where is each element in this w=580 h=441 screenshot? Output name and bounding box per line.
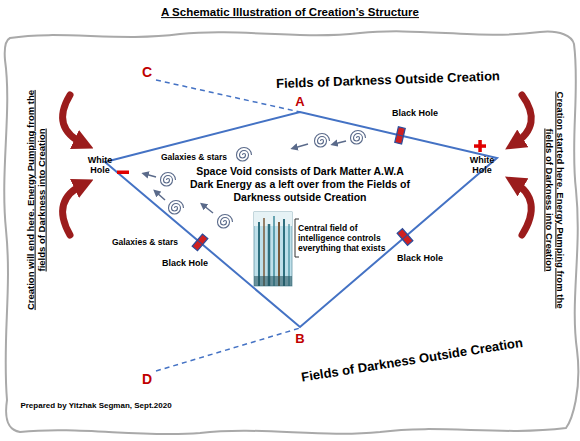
black-hole-label: Black Hole	[162, 258, 208, 269]
region-label: Fields of Darkness Outside Creation	[300, 335, 524, 385]
motion-arrow	[145, 174, 156, 177]
picture-strand	[273, 216, 275, 286]
author-note: Prepared by Yitzhak Segman, Sept.2020	[20, 401, 171, 411]
minus-sign	[117, 171, 129, 175]
galaxy-spiral	[237, 148, 252, 162]
intelligence-picture	[254, 212, 292, 286]
torn-paper-border	[4, 31, 578, 434]
callout-text: Central field of intelligence controls e…	[298, 223, 398, 254]
white-hole-label: White Hole	[465, 156, 499, 176]
point-letter: C	[142, 64, 152, 81]
black-hole-label: Black Hole	[392, 108, 438, 119]
energy-arrow	[514, 182, 531, 235]
black-hole-band	[402, 235, 407, 240]
region-label: Fields of Darkness Outside Creation	[276, 68, 500, 91]
galaxies-label: Galaxies & stars	[161, 152, 227, 162]
black-hole-band	[397, 135, 404, 137]
motion-arrow	[203, 205, 213, 213]
picture-strand	[283, 219, 285, 286]
creation-diamond: Space Void consists of Dark Matter A.W.A…	[105, 112, 497, 328]
diagram-title: A Schematic Illustration of Creation’s S…	[161, 6, 419, 20]
plus-bar	[478, 140, 482, 152]
picture-strand	[263, 218, 265, 286]
node-text: Space Void consists of Dark Matter A.W.A…	[188, 165, 412, 203]
galaxy-spiral	[161, 173, 176, 187]
galaxies-label: Galaxies & stars	[112, 237, 178, 247]
picture-frame	[254, 212, 292, 286]
picture-base	[254, 276, 292, 286]
galaxy-spiral	[169, 201, 184, 215]
diamond-border	[105, 112, 497, 327]
galaxy-spiral	[315, 134, 330, 148]
black-hole-label: Black Hole	[397, 253, 443, 264]
point-letter: D	[142, 371, 152, 388]
motion-arrow	[334, 141, 346, 144]
motion-arrow	[294, 144, 308, 148]
black-hole-body	[395, 127, 405, 144]
white-hole-label: White Hole	[83, 156, 117, 176]
dashed-line	[156, 328, 300, 371]
galaxy-spiral	[351, 131, 366, 145]
black-hole-symbol	[395, 127, 405, 144]
galaxy-spiral	[218, 215, 233, 229]
energy-arrow	[63, 95, 84, 144]
energy-arrow	[514, 95, 531, 144]
black-hole-band	[197, 240, 202, 245]
side-note: Creation started here. Energy Pumping fr…	[544, 86, 567, 314]
point-letter: A	[295, 94, 304, 110]
plus-sign	[474, 140, 486, 152]
energy-arrow	[63, 184, 84, 235]
motion-arrow	[156, 192, 165, 200]
diamond-outline	[105, 112, 497, 328]
point-letter: B	[295, 331, 304, 347]
side-note: Creation will end here. Energy Pumping f…	[25, 86, 48, 314]
